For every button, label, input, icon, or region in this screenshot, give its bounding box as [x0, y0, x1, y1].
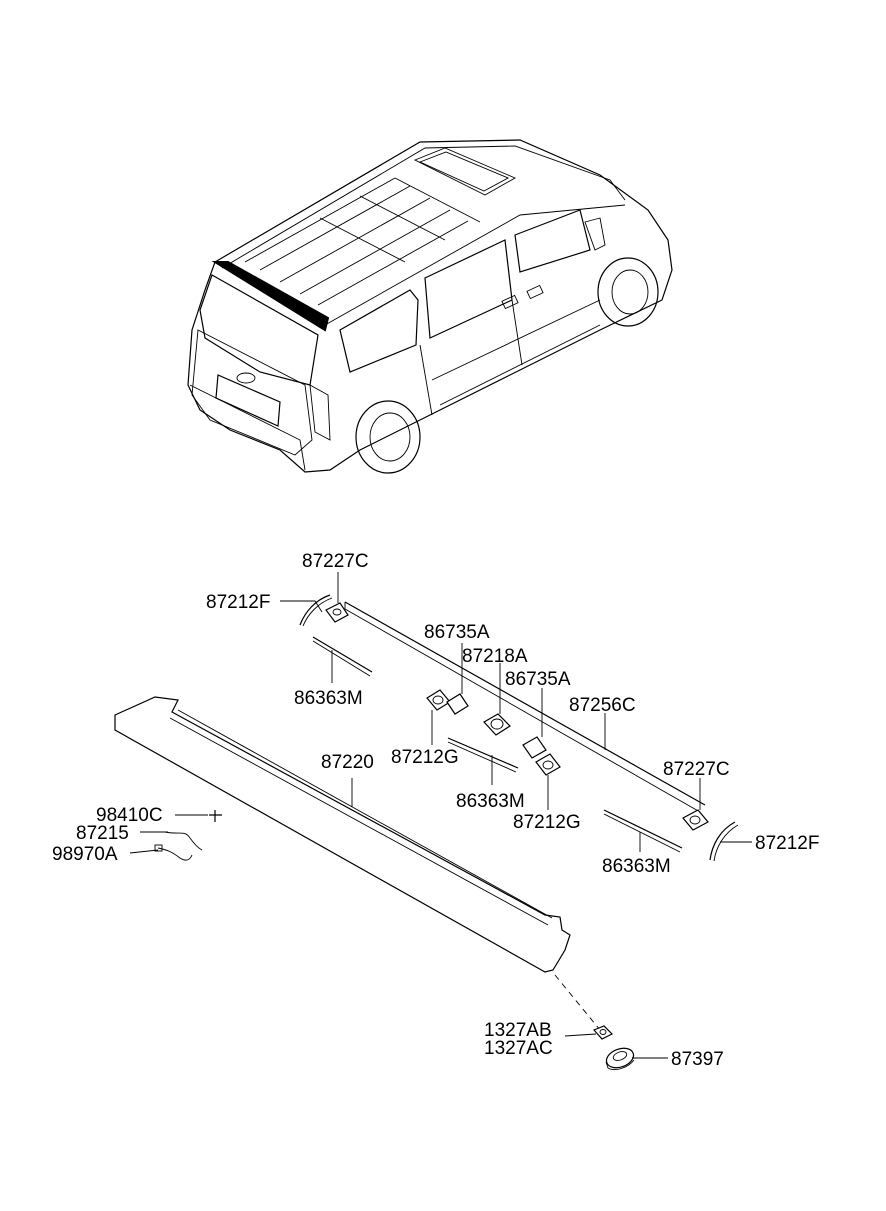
strip-87256C — [344, 601, 706, 806]
tape-86735A-1 — [446, 693, 469, 715]
hose-87215 — [164, 831, 203, 851]
endcap-87212F-left — [299, 594, 331, 626]
pad-87227C-top — [325, 602, 349, 623]
label-86363M-mid: 86363M — [456, 791, 525, 812]
label-86363M-left: 86363M — [294, 688, 363, 709]
label-87212G-1: 87212G — [391, 747, 459, 768]
label-87397: 87397 — [671, 1049, 724, 1070]
label-1327AB: 1327AB — [484, 1020, 552, 1041]
pad-87227C-right — [682, 809, 709, 831]
spoiler-87220 — [114, 696, 571, 973]
label-1327AC: 1327AC — [484, 1038, 553, 1059]
label-87256C: 87256C — [569, 695, 636, 716]
tape-86735A-2 — [522, 736, 547, 759]
pad-87212G-2 — [535, 753, 561, 776]
label-87212G-2: 87212G — [513, 812, 581, 833]
pad-87212G-1 — [426, 689, 451, 711]
label-98410C: 98410C — [96, 805, 163, 826]
label-98970A: 98970A — [52, 844, 118, 865]
strip-86363M-mid — [447, 737, 519, 769]
label-86363M-right: 86363M — [602, 856, 671, 877]
nozzle-98970A — [157, 847, 193, 861]
label-87215: 87215 — [76, 823, 129, 844]
label-87218A: 87218A — [462, 646, 528, 667]
label-87227C-top: 87227C — [302, 551, 369, 572]
label-86735A-2: 86735A — [505, 669, 571, 690]
labels: 87227C 87212F 86363M 86735A 87218A 86735… — [52, 551, 819, 1070]
van-illustration — [187, 139, 673, 474]
label-87220: 87220 — [321, 752, 374, 773]
label-86735A-1: 86735A — [424, 622, 490, 643]
label-87212F-left: 87212F — [206, 592, 270, 613]
parts-group — [114, 594, 739, 1071]
grommet-87397 — [605, 1047, 635, 1071]
label-87227C-right: 87227C — [663, 759, 730, 780]
leader-lines — [129, 572, 752, 1059]
endcap-87212F-right — [709, 821, 736, 861]
nut-1327AB — [592, 1025, 614, 1040]
strip-86363M-left — [312, 636, 373, 673]
strip-86363M-right — [603, 809, 683, 849]
pad-87218A — [483, 713, 511, 736]
label-87212F-right: 87212F — [755, 833, 819, 854]
screw-98410C — [209, 810, 222, 822]
